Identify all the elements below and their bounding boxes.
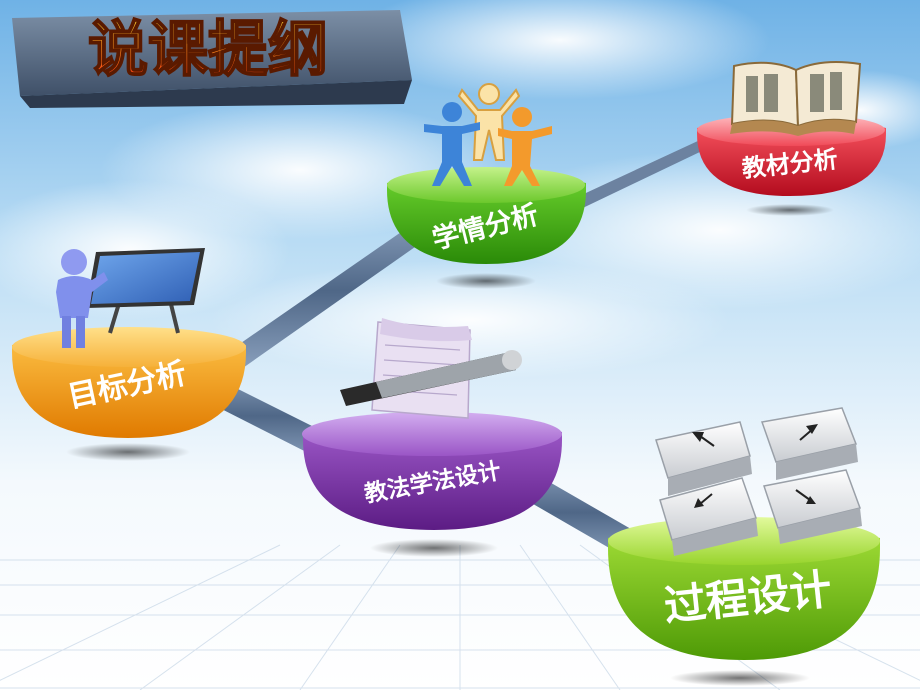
- key-up-left: [655, 421, 752, 496]
- key-down-right: [763, 469, 862, 544]
- open-book-icon: [730, 61, 862, 136]
- node-process[interactable]: 过程设计: [608, 407, 880, 686]
- node-students[interactable]: 学情分析: [387, 83, 586, 289]
- node-methods[interactable]: 教法学法设计: [302, 318, 562, 557]
- node-textbook[interactable]: 教材分析: [697, 61, 886, 216]
- node-objectives[interactable]: 目标分析: [12, 248, 246, 461]
- paper-and-pen-icon: [340, 318, 522, 419]
- arrow-keys-icon: [655, 407, 862, 556]
- title-banner: 说课提纲: [12, 10, 412, 108]
- key-up-right: [761, 407, 858, 480]
- children-icon: [424, 83, 552, 186]
- key-down-left: [659, 477, 758, 556]
- slide-title: 说课提纲: [88, 15, 328, 85]
- teacher-at-board-icon: [56, 248, 205, 348]
